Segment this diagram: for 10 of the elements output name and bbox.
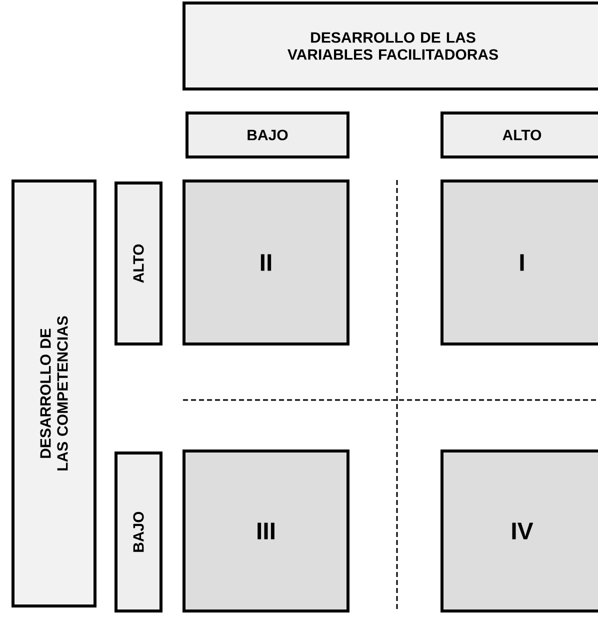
label-box: BAJO bbox=[114, 452, 162, 612]
label-box: BAJO bbox=[186, 112, 350, 158]
label-box: ALTO bbox=[440, 112, 598, 158]
quadrant-box: IV bbox=[440, 450, 598, 612]
label-box: DESARROLLO DE LAS VARIABLES FACILITADORAS bbox=[182, 2, 598, 90]
label-box: ALTO bbox=[114, 182, 162, 346]
label-box: DESARROLLO DE LAS COMPETENCIAS bbox=[12, 180, 96, 608]
quadrant-box: II bbox=[182, 180, 350, 346]
quadrant-box: I bbox=[440, 180, 598, 346]
quadrant-box: III bbox=[182, 450, 350, 612]
